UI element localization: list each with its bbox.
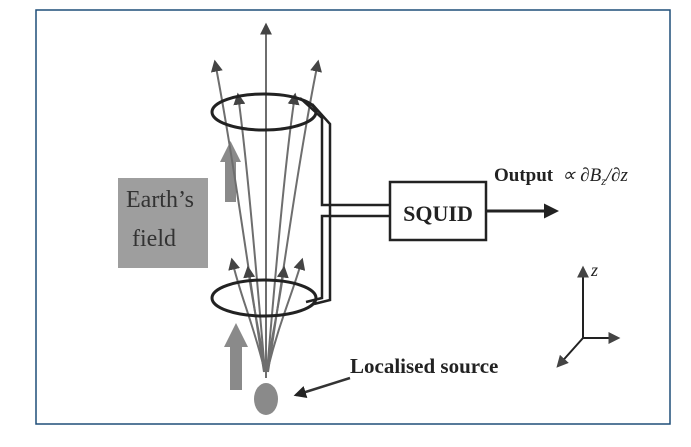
output-word: Output [494,165,554,186]
output-tail: /∂z [605,165,629,186]
earth-field-box [118,178,208,268]
localised-source-label: Localised source [350,354,498,378]
field-line-short-right2 [266,265,289,369]
output-label: Output ∝ ∂Bz/∂z [494,165,629,188]
field-line-short-right [267,257,306,369]
field-line-short-left2 [243,265,266,369]
lower-pickup-coil [210,278,318,318]
output-sub: z [600,174,606,188]
field-line-right-inner [266,92,300,373]
localised-source [254,383,278,415]
squid-label: SQUID [403,201,473,226]
axis-y-line [556,337,584,368]
field-lines [210,22,322,378]
source-pointer-arrow [293,376,351,398]
field-line-left-inner [233,92,266,373]
axis-z-label: z [590,260,598,280]
earth-field-label-line2: field [132,226,176,252]
earth-field-label-line1: Earth’s [126,187,194,213]
earth-field-arrow-lower [224,323,248,390]
coordinate-axes [556,265,621,368]
output-formula: ∝ ∂B [562,165,602,186]
coil-leads [299,97,390,306]
field-line-short-left [228,257,265,369]
